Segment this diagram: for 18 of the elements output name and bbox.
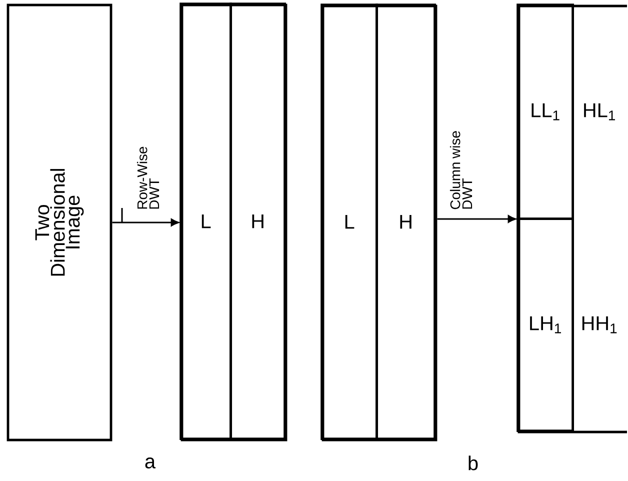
edge-label: Row-Wise DWT bbox=[136, 146, 160, 209]
image-box: Two Dimensional Image bbox=[6, 4, 112, 442]
subband-cell: LL$_{1}$ bbox=[516, 4, 574, 220]
panel-label: b bbox=[468, 456, 478, 470]
subband-cell: L bbox=[320, 4, 378, 440]
subband-cell: H bbox=[230, 2, 286, 440]
arrow bbox=[437, 215, 516, 223]
subband-cell: LH$_{1}$ bbox=[516, 218, 574, 432]
panel-label: a bbox=[145, 458, 156, 468]
subband-cell: HH$_{1}$ bbox=[582, 316, 617, 334]
edge-label: Column wise DWT bbox=[450, 131, 472, 210]
subband-cell: L bbox=[180, 2, 232, 440]
band-box bbox=[322, 4, 438, 442]
arrow bbox=[111, 207, 179, 226]
subband-box bbox=[518, 4, 627, 434]
subband-cell: HL$_{1}$ bbox=[584, 103, 615, 120]
subband-cell: H bbox=[376, 4, 436, 440]
band-box bbox=[180, 4, 288, 442]
